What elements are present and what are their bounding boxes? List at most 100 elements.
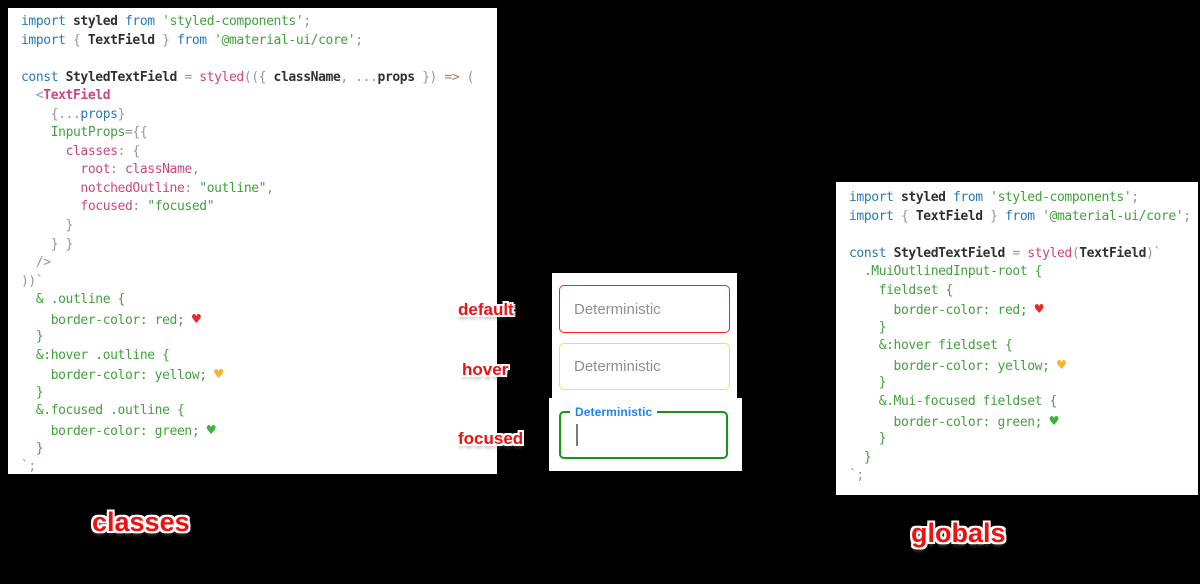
code-line: `; xyxy=(849,467,1198,486)
code-token: { xyxy=(901,208,916,224)
code-token: : xyxy=(110,162,125,178)
code-line: } xyxy=(21,440,497,459)
hover-textfield-input[interactable] xyxy=(574,358,704,375)
code-token: .MuiOutlinedInput-root { xyxy=(849,264,1043,280)
default-textfield[interactable] xyxy=(559,285,730,333)
code-token: ; xyxy=(303,14,311,29)
green-heart-icon: ♥ xyxy=(1049,411,1059,430)
code-line: } xyxy=(849,430,1198,449)
code-line: } xyxy=(849,449,1198,468)
code-token: } xyxy=(849,431,887,447)
code-line: &:hover fieldset { xyxy=(849,337,1198,356)
code-line: } xyxy=(21,384,497,403)
code-token: 'styled-components' xyxy=(162,14,304,29)
code-token: '@material-ui/core' xyxy=(1042,208,1184,224)
hover-textfield[interactable] xyxy=(559,343,730,390)
code-token: : xyxy=(184,180,200,196)
code-token: props xyxy=(377,69,416,85)
code-token: & .outline { xyxy=(21,292,126,308)
code-token: import xyxy=(849,190,901,205)
hover-state-label: hover xyxy=(462,360,509,379)
code-line: focused: "focused" xyxy=(21,198,497,217)
code-line xyxy=(849,226,1198,245)
code-token: border-color: yellow; xyxy=(849,358,1057,374)
code-line: <TextField xyxy=(21,87,497,106)
code-line xyxy=(21,50,497,69)
code-token: const xyxy=(849,245,894,261)
code-line: classes: { xyxy=(21,143,497,162)
yellow-heart-icon: ♥ xyxy=(1056,355,1066,374)
default-textfield-input[interactable] xyxy=(574,300,704,318)
code-token: } } xyxy=(21,236,74,252)
code-token: props xyxy=(80,106,118,122)
code-line: &.Mui-focused fieldset { xyxy=(849,393,1198,412)
classes-caption: classes xyxy=(92,507,190,537)
code-token: } xyxy=(849,449,872,465)
code-token: , xyxy=(191,162,200,178)
code-token: ))` xyxy=(21,273,44,289)
code-token: className xyxy=(273,69,341,85)
code-token xyxy=(21,144,66,159)
code-token: < xyxy=(21,88,44,104)
code-token: } xyxy=(849,375,887,391)
code-token: &.focused .outline { xyxy=(21,403,185,419)
code-token: &:hover fieldset { xyxy=(849,338,1013,354)
code-line: border-color: green; ♥ xyxy=(849,412,1198,431)
code-token: } xyxy=(117,106,126,122)
code-token: TextField xyxy=(915,208,983,224)
code-line: .MuiOutlinedInput-root { xyxy=(849,263,1198,282)
code-line: } xyxy=(21,217,497,236)
code-token: styled xyxy=(199,69,244,85)
code-token: styled xyxy=(1027,245,1072,261)
code-token: ; xyxy=(355,32,363,48)
code-token: focused xyxy=(80,199,133,215)
yellow-heart-icon: ♥ xyxy=(214,365,223,384)
classes-code-panel: import styled from 'styled-components';i… xyxy=(8,8,497,474)
code-token xyxy=(21,125,51,140)
red-heart-icon: ♥ xyxy=(191,309,201,328)
code-token: StyledTextField xyxy=(893,245,1006,261)
code-line: import styled from 'styled-components'; xyxy=(849,189,1198,208)
code-token xyxy=(21,181,80,196)
code-token: `; xyxy=(21,459,36,474)
code-line: border-color: green; ♥ xyxy=(21,421,497,440)
code-token: ; xyxy=(1131,190,1139,205)
code-token: &:hover .outline { xyxy=(21,347,170,363)
code-line: &:hover .outline { xyxy=(21,347,497,366)
code-line: border-color: yellow; ♥ xyxy=(849,356,1198,375)
code-line: `; xyxy=(21,458,497,474)
code-token: '@material-ui/core' xyxy=(214,32,356,48)
code-line: ))` xyxy=(21,273,497,292)
code-token: )` xyxy=(1146,245,1161,261)
textfield-demo-panel xyxy=(552,273,737,398)
code-token: ( xyxy=(466,69,475,85)
code-line: } xyxy=(849,374,1198,393)
code-token: root xyxy=(80,162,111,178)
code-line: import { TextField } from '@material-ui/… xyxy=(849,208,1198,227)
code-line: &.focused .outline { xyxy=(21,402,497,421)
code-line: import { TextField } from '@material-ui/… xyxy=(21,32,497,51)
code-token: border-color: yellow; xyxy=(21,368,215,384)
code-token: TextField xyxy=(87,32,155,48)
code-line: border-color: red; ♥ xyxy=(21,310,497,329)
code-token: ={{ xyxy=(125,125,148,141)
code-token: "focused" xyxy=(147,199,215,215)
code-token: &.Mui-focused fieldset { xyxy=(849,394,1058,410)
code-line: } xyxy=(849,319,1198,338)
globals-caption: globals xyxy=(911,518,1006,548)
code-token: styled xyxy=(73,14,125,29)
code-token: , xyxy=(266,180,274,196)
code-token: ; xyxy=(1183,208,1191,224)
code-line: InputProps={{ xyxy=(21,124,497,143)
code-token: fieldset { xyxy=(849,282,954,298)
code-line: & .outline { xyxy=(21,291,497,310)
code-line: border-color: yellow; ♥ xyxy=(21,365,497,384)
code-token: { xyxy=(73,32,88,48)
code-token: (({ xyxy=(243,69,274,85)
code-token: }) xyxy=(414,69,445,85)
code-token: className xyxy=(125,162,192,178)
focused-textfield[interactable]: Deterministic xyxy=(559,405,728,459)
code-token: = xyxy=(176,69,200,85)
code-token: border-color: red; xyxy=(21,312,192,328)
